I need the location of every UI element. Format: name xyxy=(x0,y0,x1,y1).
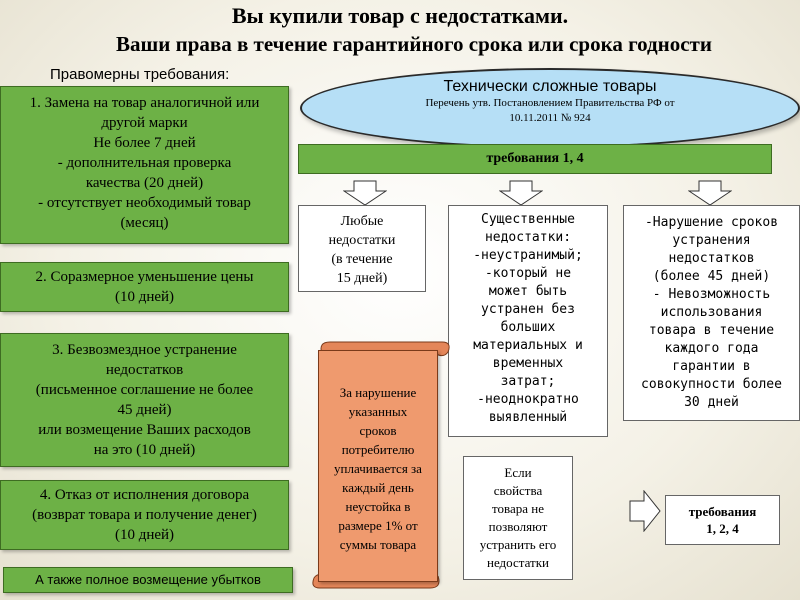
requirement-box-2: 2. Соразмерное уменьшение цены (10 дней) xyxy=(0,262,289,312)
any-defects-line: недостатки xyxy=(328,233,396,248)
requirement-2-line: 2. Соразмерное уменьшение цены xyxy=(35,269,254,285)
requirement-3-line: (письменное соглашение не более xyxy=(35,382,254,398)
deadline-violation-line: совокупности более xyxy=(641,377,782,392)
penalty-line: каждый день xyxy=(342,480,414,495)
deadline-violation-line: недостатков xyxy=(668,251,755,266)
deadline-violation-line: каждого года xyxy=(664,341,759,356)
any-defects-box: Любые недостатки (в течение 15 дней) xyxy=(298,205,426,292)
requirement-box-4: 4. Отказ от исполнения договора (возврат… xyxy=(0,480,289,550)
requirement-1-line: Не более 7 дней xyxy=(93,135,196,151)
requirement-3-line: 45 дней) xyxy=(117,402,172,418)
penalty-line: суммы товара xyxy=(339,537,417,552)
requirement-1-line: (месяц) xyxy=(120,215,169,231)
deadline-violation-line: (более 45 дней) xyxy=(652,269,771,284)
ellipse-subtitle: 10.11.2011 № 924 xyxy=(509,112,591,124)
complex-goods-ellipse: Технически сложные товары Перечень утв. … xyxy=(300,68,800,148)
deadline-violation-line: товара в течение xyxy=(648,323,775,338)
requirement-4-line: 4. Отказ от исполнения договора xyxy=(39,487,250,503)
significant-defects-line: -неоднократно xyxy=(477,392,579,407)
requirement-1-line: - дополнительная проверка xyxy=(57,155,232,171)
significant-defects-line: выявленный xyxy=(488,410,568,425)
penalty-line: сроков xyxy=(359,423,397,438)
requirement-1-line: - отсутствует необходимый товар xyxy=(38,195,251,211)
significant-defects-line: устранен без xyxy=(481,302,575,317)
damages-box: А также полное возмещение убытков xyxy=(3,567,293,593)
if-unfixable-line: позволяют xyxy=(488,519,548,534)
ellipse-subtitle: Перечень утв. Постановлением Правительст… xyxy=(425,97,675,109)
significant-defects-line: материальных и xyxy=(473,338,583,353)
if-unfixable-line: свойства xyxy=(493,483,543,498)
deadline-violation-line: гарантии в xyxy=(672,359,751,374)
requirement-box-3: 3. Безвозмездное устранение недостатков … xyxy=(0,333,289,467)
ellipse-title: Технически сложные товары xyxy=(443,78,657,95)
requirement-1-line: другой марки xyxy=(101,115,188,131)
if-unfixable-box: Если свойства товара не позволяют устран… xyxy=(463,456,573,580)
penalty-line: указанных xyxy=(348,404,408,419)
deadline-violation-box: -Нарушение сроков устранения недостатков… xyxy=(623,205,800,421)
significant-defects-line: временных xyxy=(492,356,564,371)
requirements-bar: требования 1, 4 xyxy=(298,144,772,174)
if-unfixable-line: Если xyxy=(504,465,532,480)
requirements-2-line: 1, 2, 4 xyxy=(706,521,739,536)
deadline-violation-line: 30 дней xyxy=(684,395,739,410)
deadline-violation-line: -Нарушение сроков xyxy=(644,215,779,230)
requirement-3-line: на это (10 дней) xyxy=(93,442,196,458)
requirement-4-line: (возврат товара и получение денег) xyxy=(32,507,257,523)
requirements-box-2: требования 1, 2, 4 xyxy=(665,495,780,545)
any-defects-line: 15 дней) xyxy=(336,271,388,286)
if-unfixable-line: недостатки xyxy=(487,555,549,570)
penalty-line: размере 1% от xyxy=(338,518,418,533)
significant-defects-line: Существенные xyxy=(481,212,575,227)
penalty-line: неустойка в xyxy=(345,499,411,514)
if-unfixable-line: товара не xyxy=(492,501,544,516)
requirement-2-line: (10 дней) xyxy=(114,289,175,305)
if-unfixable-line: устранить его xyxy=(479,537,557,552)
deadline-violation-line: - Невозможность xyxy=(652,287,771,302)
right-arrow-icon xyxy=(629,490,661,532)
requirement-1-line: качества (20 дней) xyxy=(85,175,204,191)
significant-defects-line: больших xyxy=(500,320,556,335)
down-arrow-icon xyxy=(499,180,543,206)
requirement-3-line: 3. Безвозмездное устранение xyxy=(52,342,237,358)
penalty-line: уплачивается за xyxy=(334,461,422,476)
requirement-3-line: или возмещение Ваших расходов xyxy=(38,422,251,438)
requirement-box-1: 1. Замена на товар аналогичной или друго… xyxy=(0,86,289,244)
deadline-violation-line: устранения xyxy=(672,233,751,248)
deadline-violation-line: использования xyxy=(660,305,763,320)
any-defects-line: Любые xyxy=(340,214,384,229)
any-defects-line: (в течение xyxy=(331,252,393,267)
significant-defects-line: может быть xyxy=(488,284,568,299)
requirement-4-line: (10 дней) xyxy=(114,527,175,543)
significant-defects-box: Существенные недостатки: -неустранимый; … xyxy=(448,205,608,437)
down-arrow-icon xyxy=(688,180,732,206)
penalty-line: потребителю xyxy=(341,442,415,457)
penalty-scroll: За нарушение указанных сроков потребител… xyxy=(318,350,438,582)
requirement-3-line: недостатков xyxy=(105,362,184,378)
page-title: Вы купили товар с недостатками. xyxy=(231,3,569,28)
significant-defects-line: -который не xyxy=(484,266,572,281)
page-subtitle: Ваши права в течение гарантийного срока … xyxy=(116,32,712,56)
significant-defects-line: -неустранимый; xyxy=(473,248,583,263)
down-arrow-icon xyxy=(343,180,387,206)
requirements-label: Правомерны требования: xyxy=(50,66,230,83)
penalty-line: За нарушение xyxy=(339,385,417,400)
requirement-1-line: 1. Замена на товар аналогичной или xyxy=(29,95,260,111)
requirements-2-line: требования xyxy=(688,504,757,519)
significant-defects-line: недостатки: xyxy=(484,230,572,245)
significant-defects-line: затрат; xyxy=(500,374,556,389)
